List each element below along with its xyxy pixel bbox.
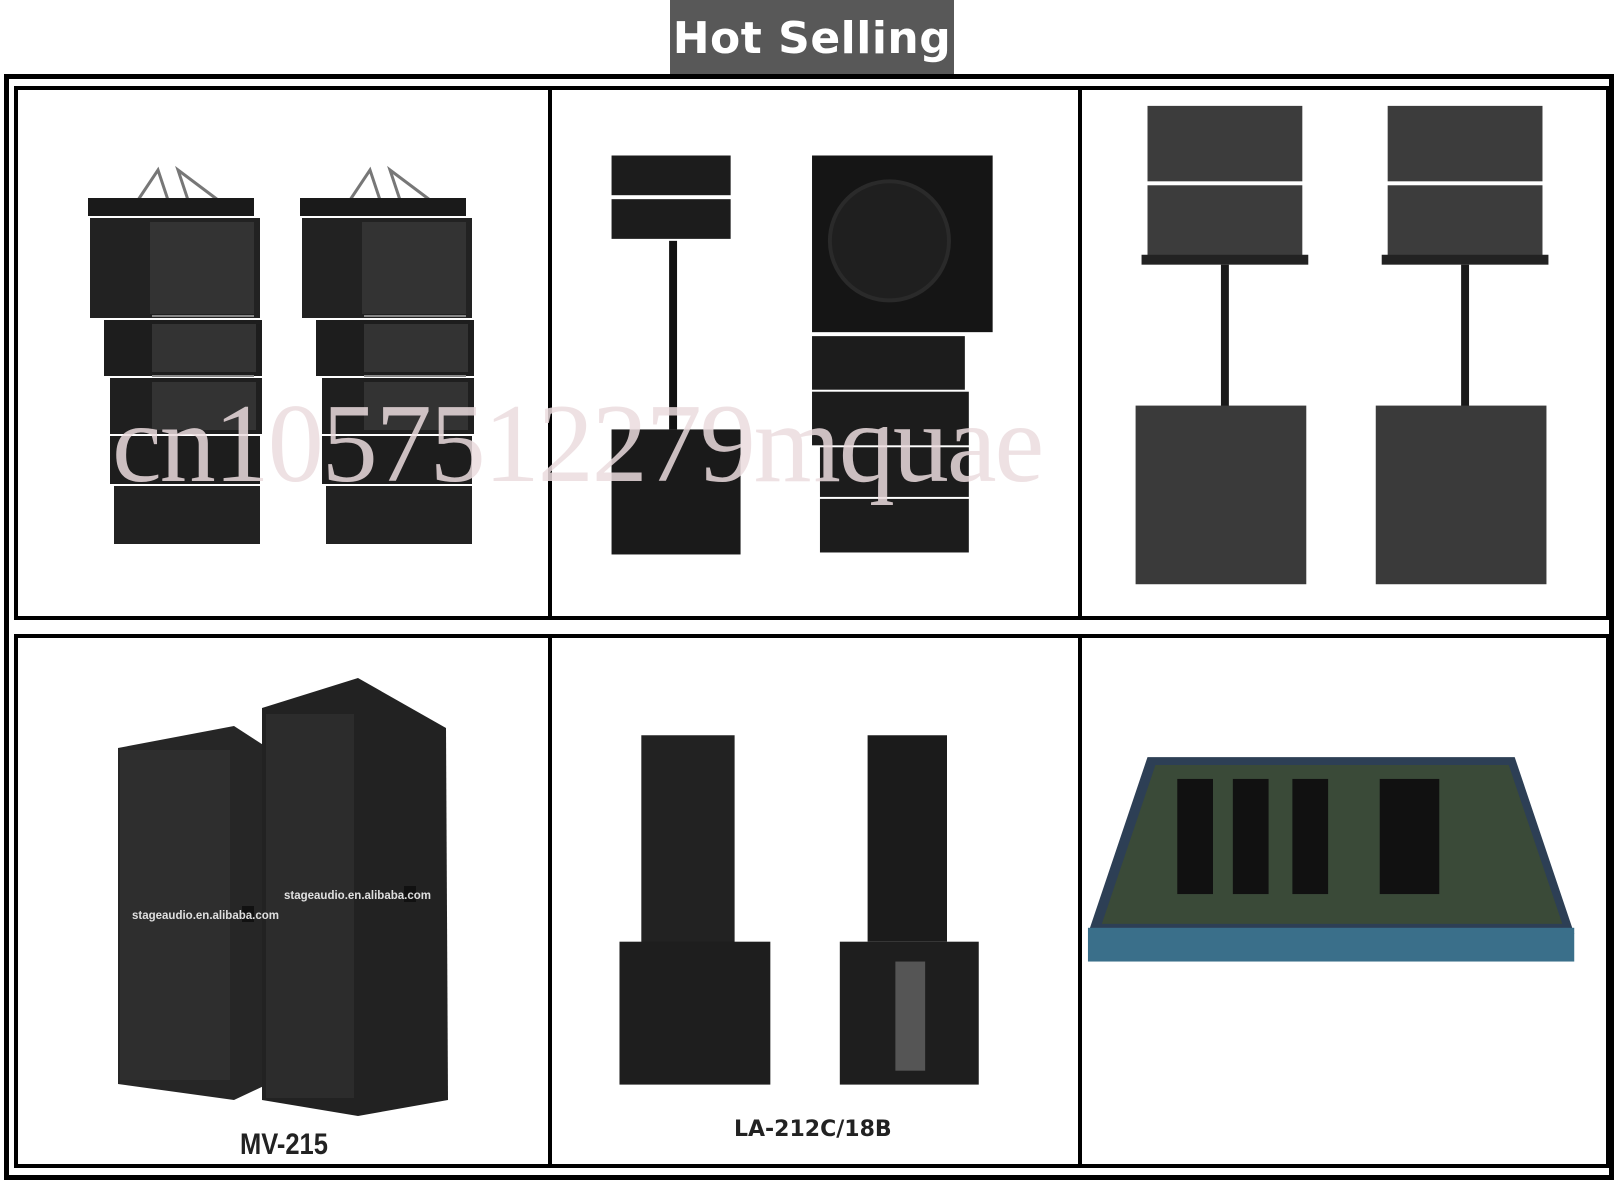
product-cell-power-amplifier[interactable] [1078, 638, 1606, 1164]
model-label-la-212c-18b: LA-212C/18B [734, 1117, 892, 1142]
pole-mounted-line-array-on-subwoofers-icon [1135, 105, 1549, 585]
watermark-url-left: stageaudio.en.alibaba.com [132, 910, 279, 922]
banner-title: Hot Selling [672, 12, 952, 64]
product-cell-pole-mounted-systems[interactable] [1078, 90, 1606, 616]
watermark-url-right: stageaudio.en.alibaba.com [284, 890, 431, 902]
model-label-mv-215: MV-215 [240, 1128, 328, 1161]
dual-15-inch-speaker-pair-icon [118, 678, 448, 1116]
speaker-on-subwoofer-pair-icon [619, 735, 979, 1085]
product-row-1 [14, 86, 1610, 620]
column-speaker-and-subwoofer-stack-icon [611, 155, 993, 555]
product-cell-line-array-pair[interactable] [18, 90, 548, 616]
product-row-2: stageaudio.en.alibaba.com stageaudio.en.… [14, 634, 1610, 1168]
power-amplifier-open-chassis-icon [1087, 757, 1575, 962]
outer-frame [4, 74, 1614, 1180]
hot-selling-banner: Hot Selling [670, 0, 954, 76]
line-array-speaker-pair-icon [88, 165, 476, 546]
product-cell-column-and-sub-stack[interactable] [548, 90, 1078, 616]
product-cell-mv-215[interactable]: stageaudio.en.alibaba.com stageaudio.en.… [18, 638, 548, 1164]
product-cell-la-212c-18b[interactable]: LA-212C/18B [548, 638, 1078, 1164]
